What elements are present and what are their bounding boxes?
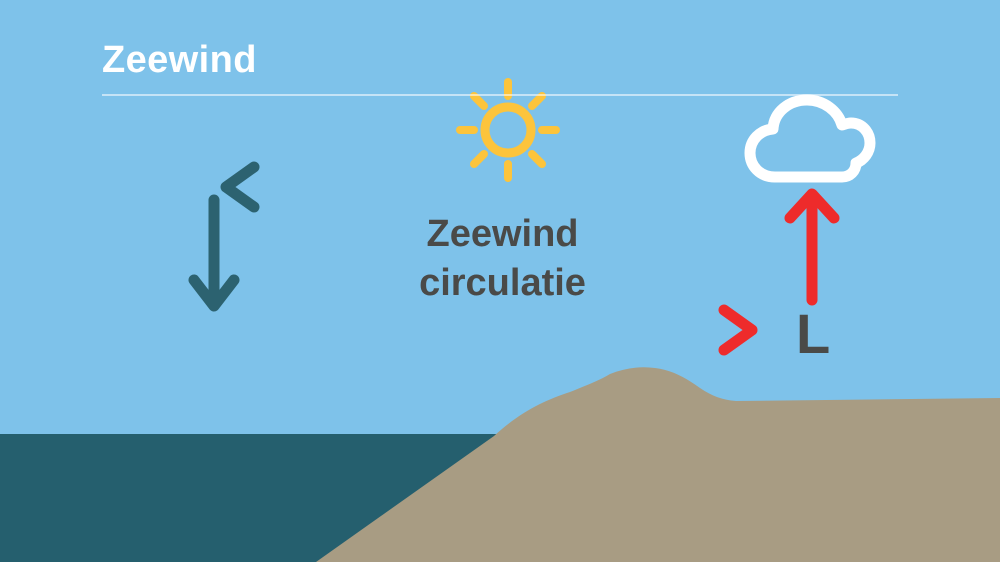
title-block: Zeewind: [102, 38, 902, 96]
arrow-surface-sea-breeze: [234, 304, 758, 356]
low-pressure-label: L: [796, 302, 831, 365]
circulation-label: Zeewind circulatie: [419, 213, 586, 304]
arrow-rising-air-over-land: [784, 188, 840, 306]
arrow-upper-return-flow: [220, 161, 728, 213]
arrow-subsidence-over-sea: [188, 194, 240, 312]
dune-land-shape: [316, 80, 1000, 562]
page-title: Zeewind: [102, 39, 257, 81]
title-divider: [102, 94, 898, 96]
